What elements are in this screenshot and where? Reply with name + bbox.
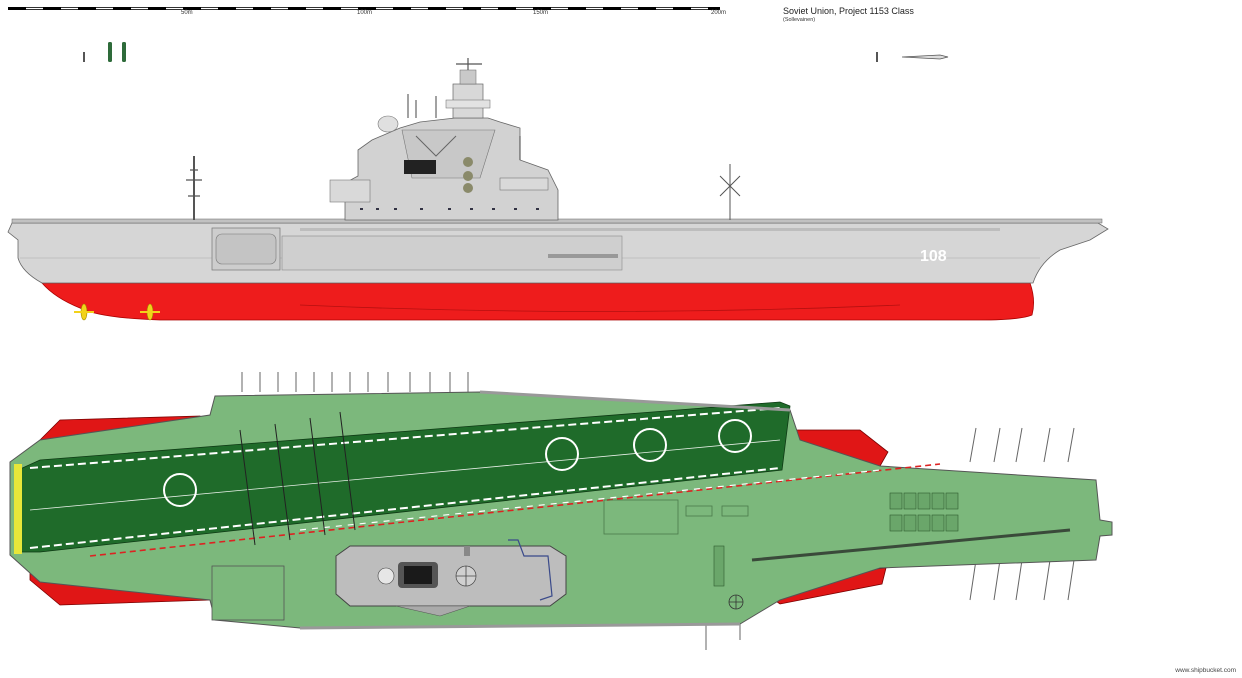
elevator-starboard — [211, 565, 285, 621]
island-top — [335, 545, 567, 607]
drawing-subtitle: (Sollevainen) — [783, 17, 816, 23]
helo-spots — [163, 419, 752, 507]
island-windows — [360, 208, 539, 210]
drawing-title: Soviet Union, Project 1153 Class — [783, 6, 914, 16]
scale-label-100m: 100m — [357, 10, 373, 16]
side-view: 108 — [7, 58, 1109, 321]
missile-cells — [889, 492, 959, 532]
hull-number: 108 — [920, 248, 947, 265]
hull-antifouling — [41, 282, 1034, 321]
scale-label-150m: 150m — [533, 10, 549, 16]
arrestor-wires — [239, 411, 356, 546]
aft-antenna — [719, 164, 741, 220]
scale-bar-segments — [8, 7, 720, 10]
credit-link[interactable]: www.shipbucket.com — [1175, 667, 1236, 674]
top-view — [9, 372, 1113, 650]
missile-silhouettes-right — [876, 52, 949, 62]
missile-silhouettes-left — [83, 42, 126, 62]
scale-label-200m: 200m — [711, 10, 727, 16]
scale-label-50m: 50m — [181, 10, 193, 16]
propellers — [74, 303, 160, 321]
